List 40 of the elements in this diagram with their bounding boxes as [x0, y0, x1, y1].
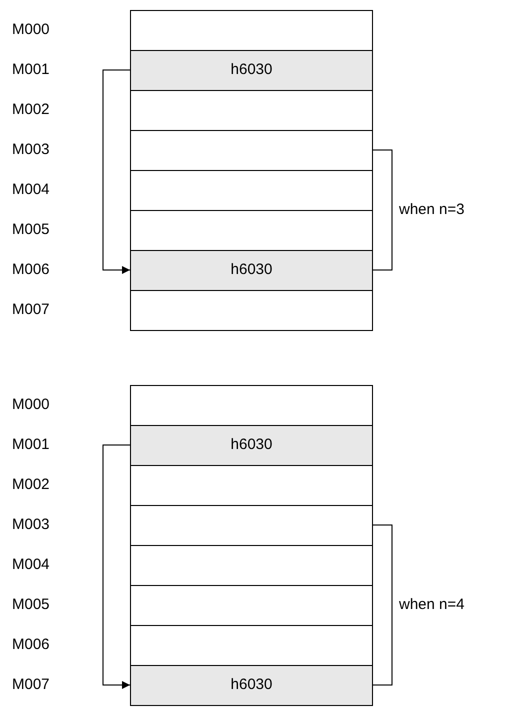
arrow — [102, 444, 130, 689]
address-label: M007 — [12, 677, 50, 692]
cell-value: h6030 — [230, 435, 272, 456]
cell-value: h6030 — [230, 260, 272, 280]
memory-cell — [130, 10, 373, 51]
address-label: M004 — [12, 182, 50, 197]
condition-label: when n=3 — [399, 202, 464, 217]
address-label: M006 — [12, 637, 50, 652]
condition-label: when n=4 — [399, 597, 464, 612]
address-label: M002 — [12, 477, 50, 492]
address-label: M002 — [12, 102, 50, 117]
address-label: M000 — [12, 22, 50, 37]
address-label: M004 — [12, 557, 50, 572]
memory-cell — [130, 625, 373, 666]
memory-cell — [130, 90, 373, 131]
memory-cell — [130, 385, 373, 426]
memory-cell — [130, 425, 373, 466]
address-label: M006 — [12, 262, 50, 277]
memory-cell — [130, 130, 373, 171]
memory-cell — [130, 505, 373, 546]
memory-cell — [130, 665, 373, 706]
address-label: M005 — [12, 222, 50, 237]
memory-cell — [130, 250, 373, 291]
memory-cell — [130, 50, 373, 91]
address-label: M003 — [12, 517, 50, 532]
address-label: M007 — [12, 302, 50, 317]
address-label: M001 — [12, 62, 50, 77]
memory-cell — [130, 585, 373, 626]
address-label: M003 — [12, 142, 50, 157]
cell-value: h6030 — [230, 60, 272, 80]
address-label: M000 — [12, 397, 50, 412]
memory-cell — [130, 290, 373, 331]
memory-cell — [130, 545, 373, 586]
arrow — [102, 70, 130, 274]
address-label: M005 — [12, 597, 50, 612]
cell-value: h6030 — [230, 675, 272, 696]
memory-cell — [130, 170, 373, 211]
memory-cell — [130, 210, 373, 251]
memory-cell — [130, 465, 373, 506]
address-label: M001 — [12, 437, 50, 452]
